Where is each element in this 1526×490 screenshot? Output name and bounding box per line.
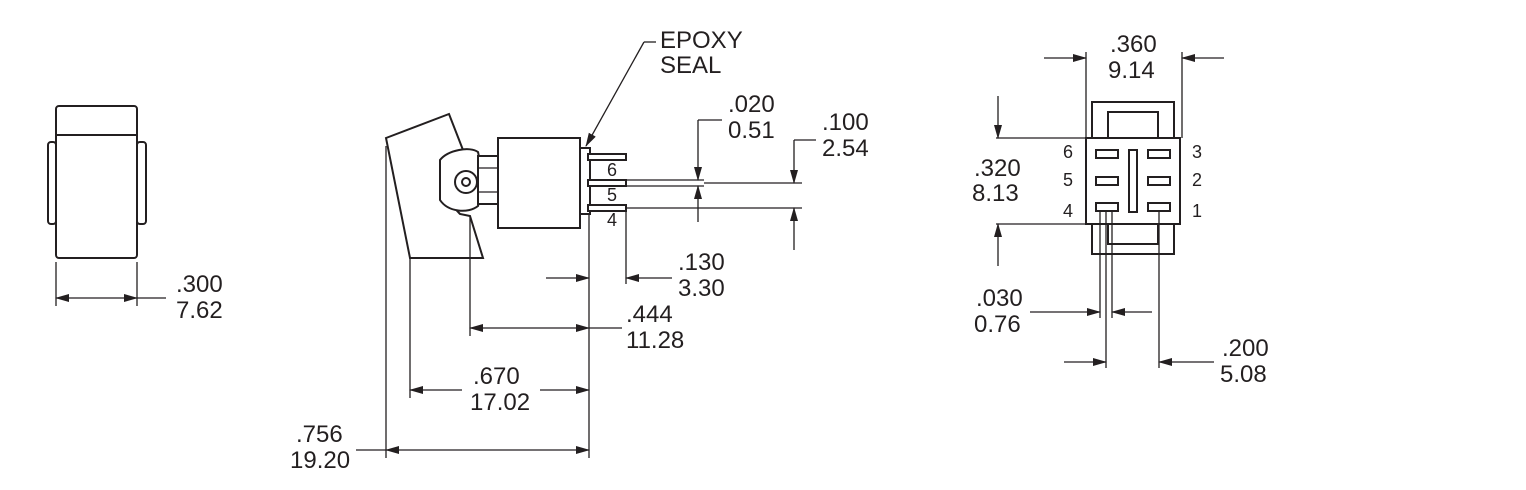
terminal-6 [587,153,627,161]
side-view: 6 5 4 EPOXY SEAL .020 0.51 .100 2.54 .1 [290,27,869,474]
tlen-inch: .130 [678,249,725,276]
slot-1 [1147,202,1171,212]
terminal-view: 6 5 4 3 2 1 .360 9.14 .320 8.13 .030 0.7… [972,31,1269,388]
body-inch: .670 [473,363,520,390]
epoxy-leader [585,41,645,147]
pin-label-4: 4 [1063,201,1073,221]
pivot-inch: .444 [626,301,673,328]
front-right-lug [136,141,147,225]
bh-mm: 8.13 [972,180,1019,207]
slot-5 [1095,176,1119,186]
pin-label-5: 5 [1063,170,1073,190]
switch-body [497,137,581,229]
front-view: .300 7.62 [47,105,223,324]
t-thk-mm: 0.51 [728,117,775,144]
body-mm: 17.02 [470,389,530,416]
rs-inch: .200 [1222,335,1269,362]
front-actuator-outline [55,105,138,259]
terminal-5 [587,179,627,187]
pin-label-1: 1 [1192,201,1202,221]
slot-4 [1095,202,1119,212]
pin-label-3: 3 [1192,142,1202,162]
pivot-hole [461,177,471,187]
switch-neck [477,155,499,205]
side-pin-6: 6 [607,160,617,180]
slot-3 [1147,149,1171,159]
pitch-mm: 2.54 [822,135,869,162]
pitch-inch: .100 [822,109,869,136]
rs-mm: 5.08 [1220,361,1267,388]
epoxy-label-line1: EPOXY [660,27,743,54]
front-width-mm: 7.62 [176,297,223,324]
pin-label-2: 2 [1192,170,1202,190]
front-left-lug [47,141,57,225]
pin-label-6: 6 [1063,142,1073,162]
tw-inch: .030 [976,285,1023,312]
tlen-mm: 3.30 [678,275,725,302]
slot-2 [1147,176,1171,186]
overall-mm: 19.20 [290,447,350,474]
slot-6 [1095,149,1119,159]
side-pin-4: 4 [607,210,617,230]
epoxy-label-line2: SEAL [660,52,721,79]
side-pin-5: 5 [607,185,617,205]
tw-mm: 0.76 [974,311,1021,338]
bw-inch: .360 [1110,31,1157,58]
bh-inch: .320 [974,155,1021,182]
front-width-inch: .300 [176,271,223,298]
t-thk-inch: .020 [728,91,775,118]
pivot-mm: 11.28 [626,327,684,354]
center-barrier [1128,149,1138,213]
overall-inch: .756 [296,421,343,448]
bw-mm: 9.14 [1108,57,1155,84]
